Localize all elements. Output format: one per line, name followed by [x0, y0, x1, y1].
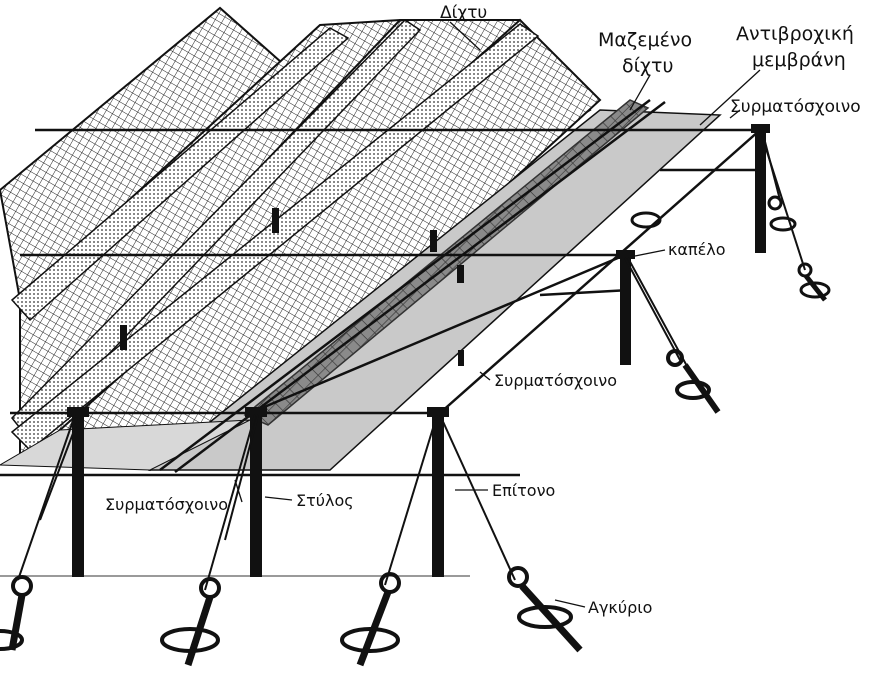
- guy-wires: [17, 129, 806, 591]
- anchor-5: [666, 349, 721, 414]
- label-rolled-net-1: Μαζεμένο: [598, 29, 692, 51]
- hat-5: [751, 124, 770, 133]
- label-wire-rope-top: Συρματόσχοινο: [730, 97, 861, 117]
- post-inner-1: [120, 325, 127, 350]
- wire-rope-diag-right: [439, 129, 761, 414]
- wire-rope-diag-mid: [249, 253, 626, 415]
- label-rolled-net-2: δίχτυ: [622, 55, 673, 77]
- anchor-6: [797, 262, 831, 302]
- anchor-1: [0, 575, 33, 651]
- post-back: [755, 128, 766, 253]
- label-membrane-2: μεμβράνη: [752, 49, 846, 71]
- post-inner-5: [458, 350, 464, 366]
- posts: [72, 128, 766, 577]
- anchor-4: [507, 566, 583, 653]
- anchor-3: [340, 572, 401, 667]
- anchors: [0, 195, 831, 667]
- label-net: Δίχτυ: [440, 3, 487, 23]
- hats: [67, 124, 770, 417]
- leader-lines: [234, 21, 761, 608]
- post-front-1: [72, 412, 84, 577]
- post-inner-2: [272, 208, 279, 233]
- label-wire-rope-mid: Συρματόσχοινο: [494, 371, 617, 390]
- label-membrane-1: Αντιβροχική: [736, 23, 854, 45]
- hat-1: [67, 407, 89, 417]
- hat-3: [427, 407, 449, 417]
- labels: Δίχτυ Μαζεμένο δίχτυ Αντιβροχική μεμβράν…: [105, 3, 861, 617]
- anchor-7: [767, 195, 797, 232]
- label-anchor: Αγκύριο: [588, 598, 652, 617]
- post-front-2: [250, 412, 262, 577]
- label-guy-wire: Επίτονο: [492, 481, 555, 500]
- post-front-3: [432, 412, 444, 577]
- wire-rope-lower-line: [539, 288, 631, 297]
- hat-2: [245, 407, 267, 417]
- post-inner-3: [430, 230, 437, 252]
- label-post: Στύλος: [296, 491, 354, 510]
- label-hat: καπέλο: [668, 240, 726, 259]
- hat-4: [616, 250, 635, 259]
- anchor-2: [160, 577, 221, 667]
- post-mid: [620, 255, 631, 365]
- label-wire-rope-bottom: Συρματόσχοινο: [105, 495, 228, 514]
- anchor-8: [630, 211, 662, 229]
- post-inner-4: [457, 265, 464, 283]
- ridge-cap-1: [10, 27, 350, 322]
